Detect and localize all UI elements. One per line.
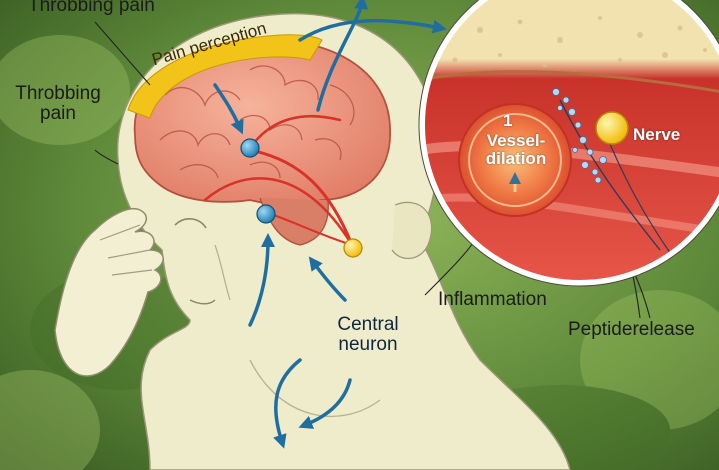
neuron-node-lower <box>256 204 276 224</box>
arrow-up-out <box>316 0 369 112</box>
inflammation-label: Inflammation <box>438 289 547 310</box>
trigeminal-node <box>343 238 363 258</box>
arrow-to-inset <box>298 18 447 42</box>
arrow-up-right <box>308 256 347 302</box>
peptide-release-label: Peptiderelease <box>568 319 695 340</box>
dilated-vessel <box>458 103 572 217</box>
hand-on-forehead <box>54 208 164 377</box>
throbbing-pain-label-top: Throbbing pain <box>28 0 155 16</box>
bone-texture <box>452 16 707 68</box>
throbbing-pain-label-left: Throbbing pain <box>15 83 101 124</box>
vessel-dilation-label: Vessel-dilation <box>485 131 547 168</box>
signal-arrows <box>213 0 447 449</box>
vessel-number: 1 <box>503 111 513 130</box>
arrow-up-left <box>248 233 275 327</box>
nerve-label: Nerve <box>633 125 681 144</box>
pain-perception-band <box>127 34 323 119</box>
arrow-perception-down <box>213 83 244 135</box>
central-neuron-label: Central neuron <box>337 314 399 355</box>
arrow-down-right <box>298 378 352 429</box>
arrow-down-left <box>273 358 302 449</box>
nerve-ending <box>595 111 629 145</box>
neuron-node-upper <box>240 138 260 158</box>
peptide-particles <box>552 88 607 184</box>
